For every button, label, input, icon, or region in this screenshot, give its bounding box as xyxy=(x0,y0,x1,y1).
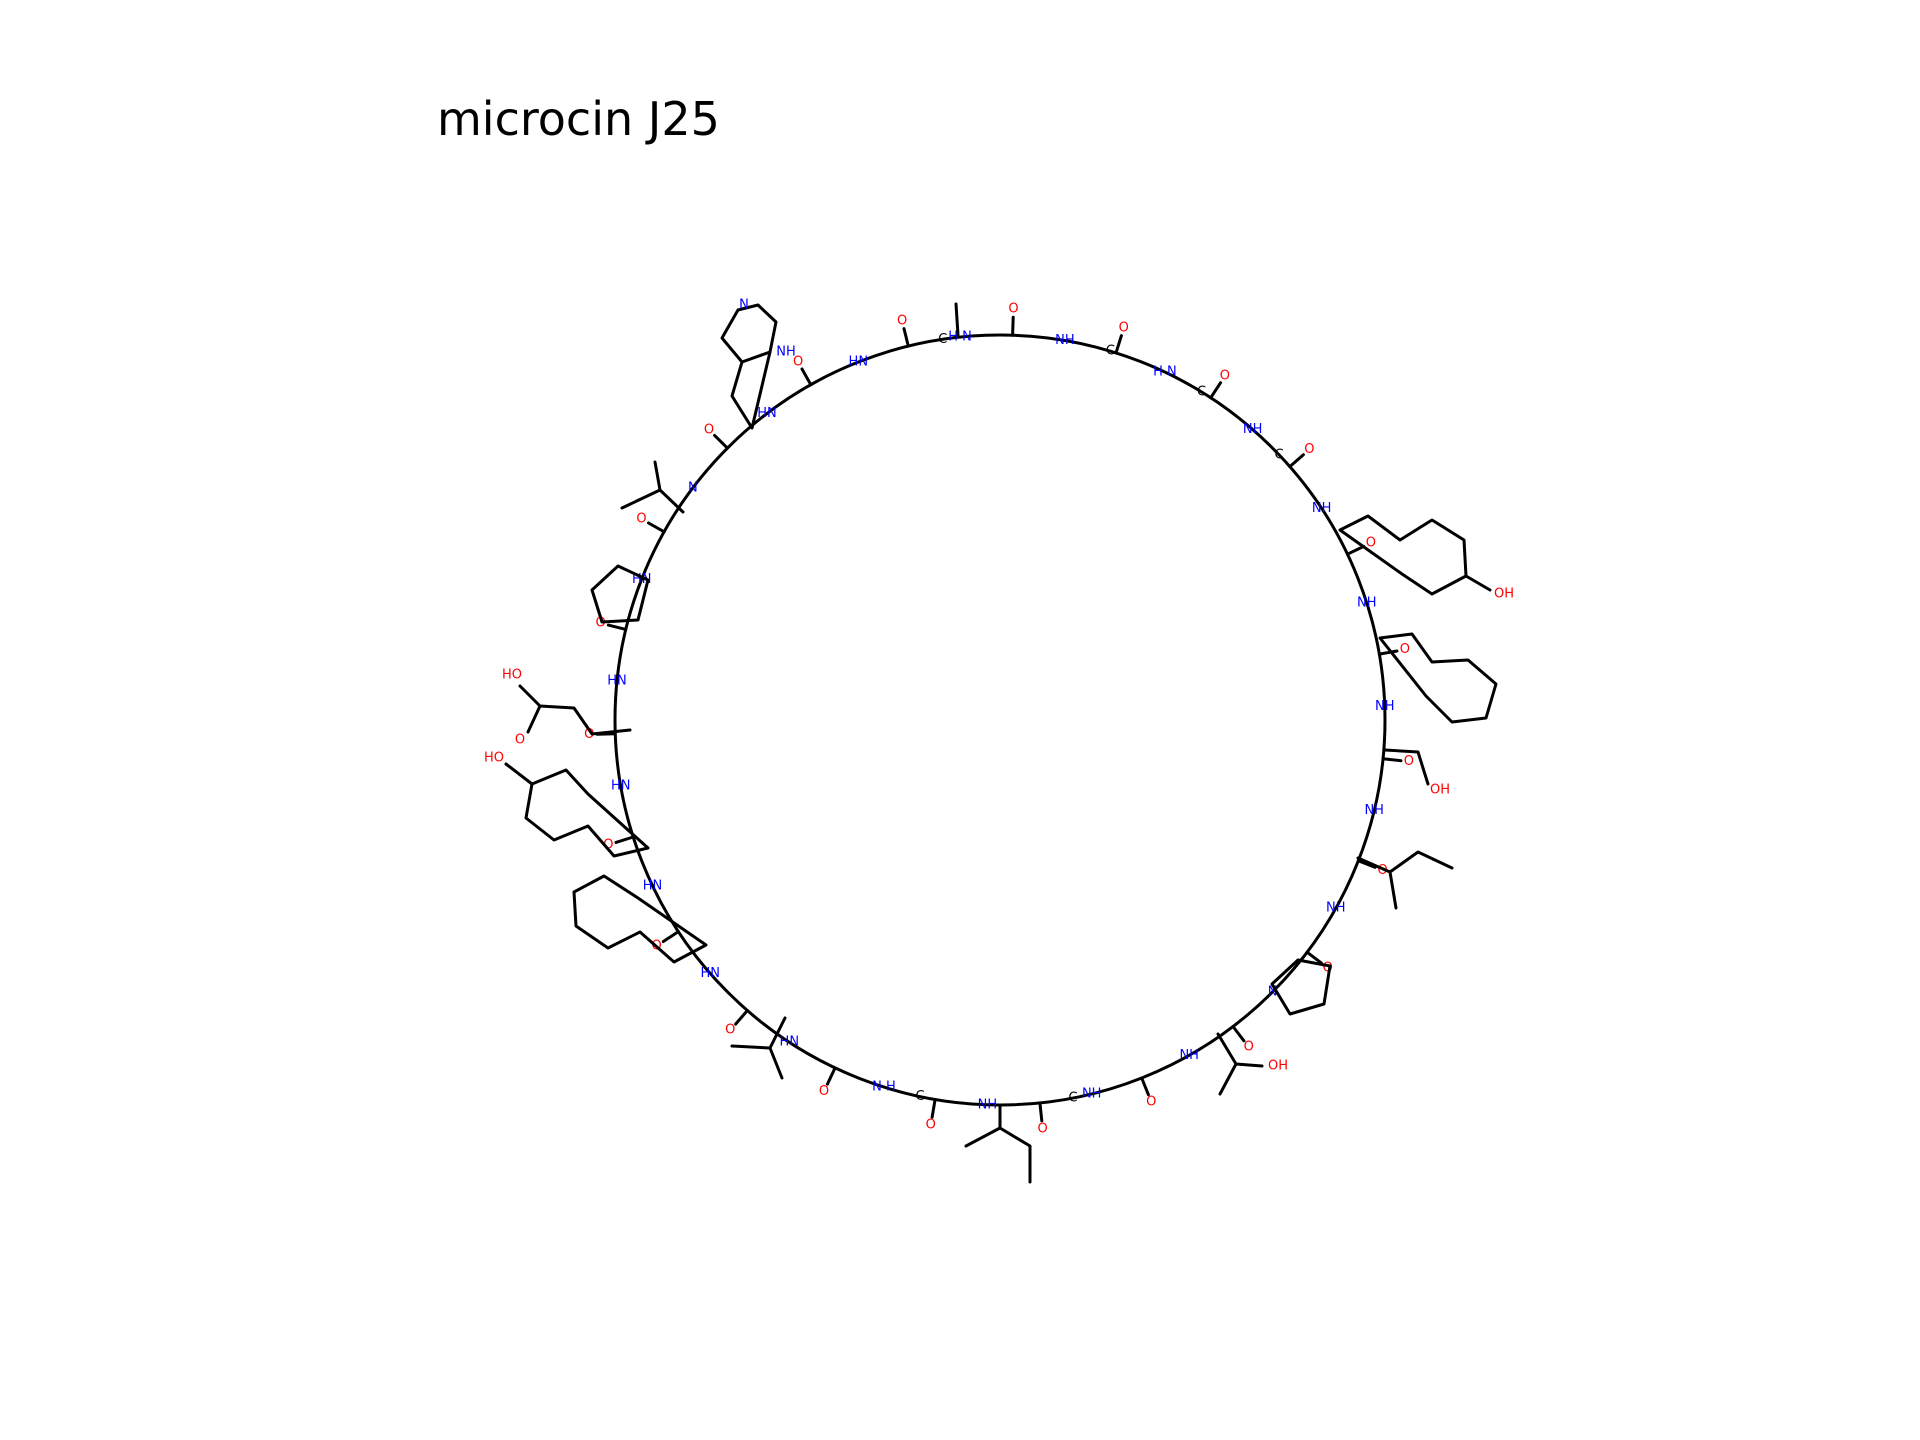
carbonyl-bond xyxy=(606,623,628,631)
backbone-nh-label: N xyxy=(1268,984,1278,999)
carbonyl-o-label: O xyxy=(704,422,714,437)
backbone-nh-label: N xyxy=(688,480,698,495)
threonine-side-chain: OH xyxy=(1216,1032,1288,1096)
phenylalanine-side-chain-1 xyxy=(572,874,708,964)
carbonyl-bond xyxy=(1231,1025,1246,1043)
phenol-oh-label-1: HO xyxy=(484,751,504,766)
carbonyl-o-label: O xyxy=(1220,369,1230,384)
carbonyl-bond xyxy=(1038,1101,1044,1123)
carboxyl-oh-label: HO xyxy=(502,668,522,683)
valine-side-chain-2 xyxy=(730,1016,787,1080)
phenylalanine-side-chain-2 xyxy=(1378,632,1498,724)
backbone-nh-label: NH xyxy=(1357,596,1377,611)
carbonyl-o-label: O xyxy=(1146,1095,1156,1110)
imidazole-nh-label: NH xyxy=(776,345,796,360)
carbonyl-bond xyxy=(1011,315,1015,337)
backbone-nh-label: HN xyxy=(611,778,631,793)
backbone-nh-label: NH xyxy=(1179,1048,1199,1063)
carbonyl-bond xyxy=(1381,757,1403,763)
carbonyl-bond xyxy=(661,930,680,943)
imidazole-n-label: N xyxy=(739,298,749,313)
carbonyl-bond xyxy=(614,835,635,844)
carbonyl-bond xyxy=(647,521,666,534)
carbonyl-o-label: O xyxy=(1323,960,1333,975)
carbonyl-bond xyxy=(1305,950,1323,965)
molecule-title: microcin J25 xyxy=(437,92,720,146)
carbonyl-bond xyxy=(713,433,729,450)
phenol-oh-label-2: OH xyxy=(1494,587,1514,602)
glycine-carbon-label: C xyxy=(938,332,947,347)
carboxyl-o-label: O xyxy=(515,733,525,748)
backbone-nh-label: NH xyxy=(1364,803,1384,818)
carbonyl-o-label: O xyxy=(1244,1040,1254,1055)
glycine-carbon-label: C xyxy=(1275,447,1284,462)
carbonyl-o-label: O xyxy=(636,512,646,527)
backbone-nh-label: NH xyxy=(1055,333,1075,348)
backbone-nh-label: NH xyxy=(978,1097,998,1112)
carbonyl-o-label: O xyxy=(725,1023,735,1038)
carbonyl-o-label: O xyxy=(793,355,803,370)
backbone-nh-label: NH xyxy=(1312,501,1332,516)
carbonyl-o-label: O xyxy=(926,1118,936,1133)
carbonyl-bond xyxy=(930,1098,937,1119)
side-chains: N NH HO O HO xyxy=(484,298,1514,1184)
alanine-side-chain xyxy=(954,302,960,337)
carbonyl-bond xyxy=(1288,453,1305,469)
carbonyl-o-label: O xyxy=(1037,1121,1047,1136)
carbonyl-o-label: O xyxy=(1400,642,1410,657)
isoleucine-side-chain-2 xyxy=(1356,850,1454,910)
carbonyl-bond xyxy=(1140,1076,1150,1097)
backbone-nh-label: NH xyxy=(1243,422,1263,437)
threonine-oh-label: OH xyxy=(1268,1059,1288,1074)
carbonyl-bond xyxy=(1346,544,1366,556)
carbonyl-bond xyxy=(800,367,813,387)
backbone-nh-label: HN xyxy=(607,674,627,689)
glycine-carbon-label: C xyxy=(1068,1091,1077,1106)
carbonyl-bond xyxy=(1356,859,1377,869)
glycine-carbon-label: C xyxy=(1197,384,1206,399)
backbone-nh-label: H N xyxy=(948,330,972,345)
tyrosine-side-chain-2: OH xyxy=(1338,514,1514,602)
backbone-nh-label: HN xyxy=(849,355,869,370)
carbonyl-bond xyxy=(1209,381,1223,400)
carbonyl-bond xyxy=(1114,334,1123,355)
backbone-nh-label: NH xyxy=(1375,699,1395,714)
serine-oh-label: OH xyxy=(1430,783,1450,798)
tyrosine-side-chain-1: HO xyxy=(484,751,650,858)
carbonyl-o-label: O xyxy=(1366,536,1376,551)
carbonyl-bond xyxy=(825,1066,837,1086)
backbone-nh-label: NH xyxy=(1326,901,1346,916)
backbone-nh-label: HN xyxy=(643,878,663,893)
backbone-nh-label: HN xyxy=(780,1035,800,1050)
backbone-nh-label: HN xyxy=(757,406,777,421)
proline-side-chain-1 xyxy=(590,564,650,624)
backbone-nh-label: HN xyxy=(700,966,720,981)
serine-side-chain: OH xyxy=(1383,748,1450,798)
glycine-carbon-label: C xyxy=(1106,344,1115,359)
histidine-side-chain: N NH xyxy=(720,298,796,430)
carbonyl-o-label: O xyxy=(595,616,605,631)
carbonyl-bond xyxy=(1377,649,1399,656)
backbone-nh-label: H N xyxy=(1153,365,1177,380)
carbonyl-bond xyxy=(902,327,910,348)
carbonyl-o-label: O xyxy=(1119,321,1129,336)
backbone-nh-label: N H xyxy=(872,1080,896,1095)
carbonyl-o-label: O xyxy=(584,727,594,742)
proline-side-chain-2 xyxy=(1270,958,1332,1016)
carbonyl-o-label: O xyxy=(897,313,907,328)
valine-side-chain-1 xyxy=(620,460,685,514)
glutamate-side-chain: HO O xyxy=(502,668,632,748)
carbonyl-o-label: O xyxy=(1008,302,1018,317)
isoleucine-side-chain-1 xyxy=(964,1103,1032,1184)
carbonyl-bond xyxy=(734,1009,749,1026)
carbonyl-o-label: O xyxy=(1304,442,1314,457)
backbone-nh-label: NH xyxy=(1082,1086,1102,1101)
carbonyl-o-label: O xyxy=(819,1084,829,1099)
carbonyl-o-label: O xyxy=(603,837,613,852)
glycine-carbon-label: C xyxy=(915,1089,924,1104)
carbonyl-o-label: O xyxy=(1404,754,1414,769)
